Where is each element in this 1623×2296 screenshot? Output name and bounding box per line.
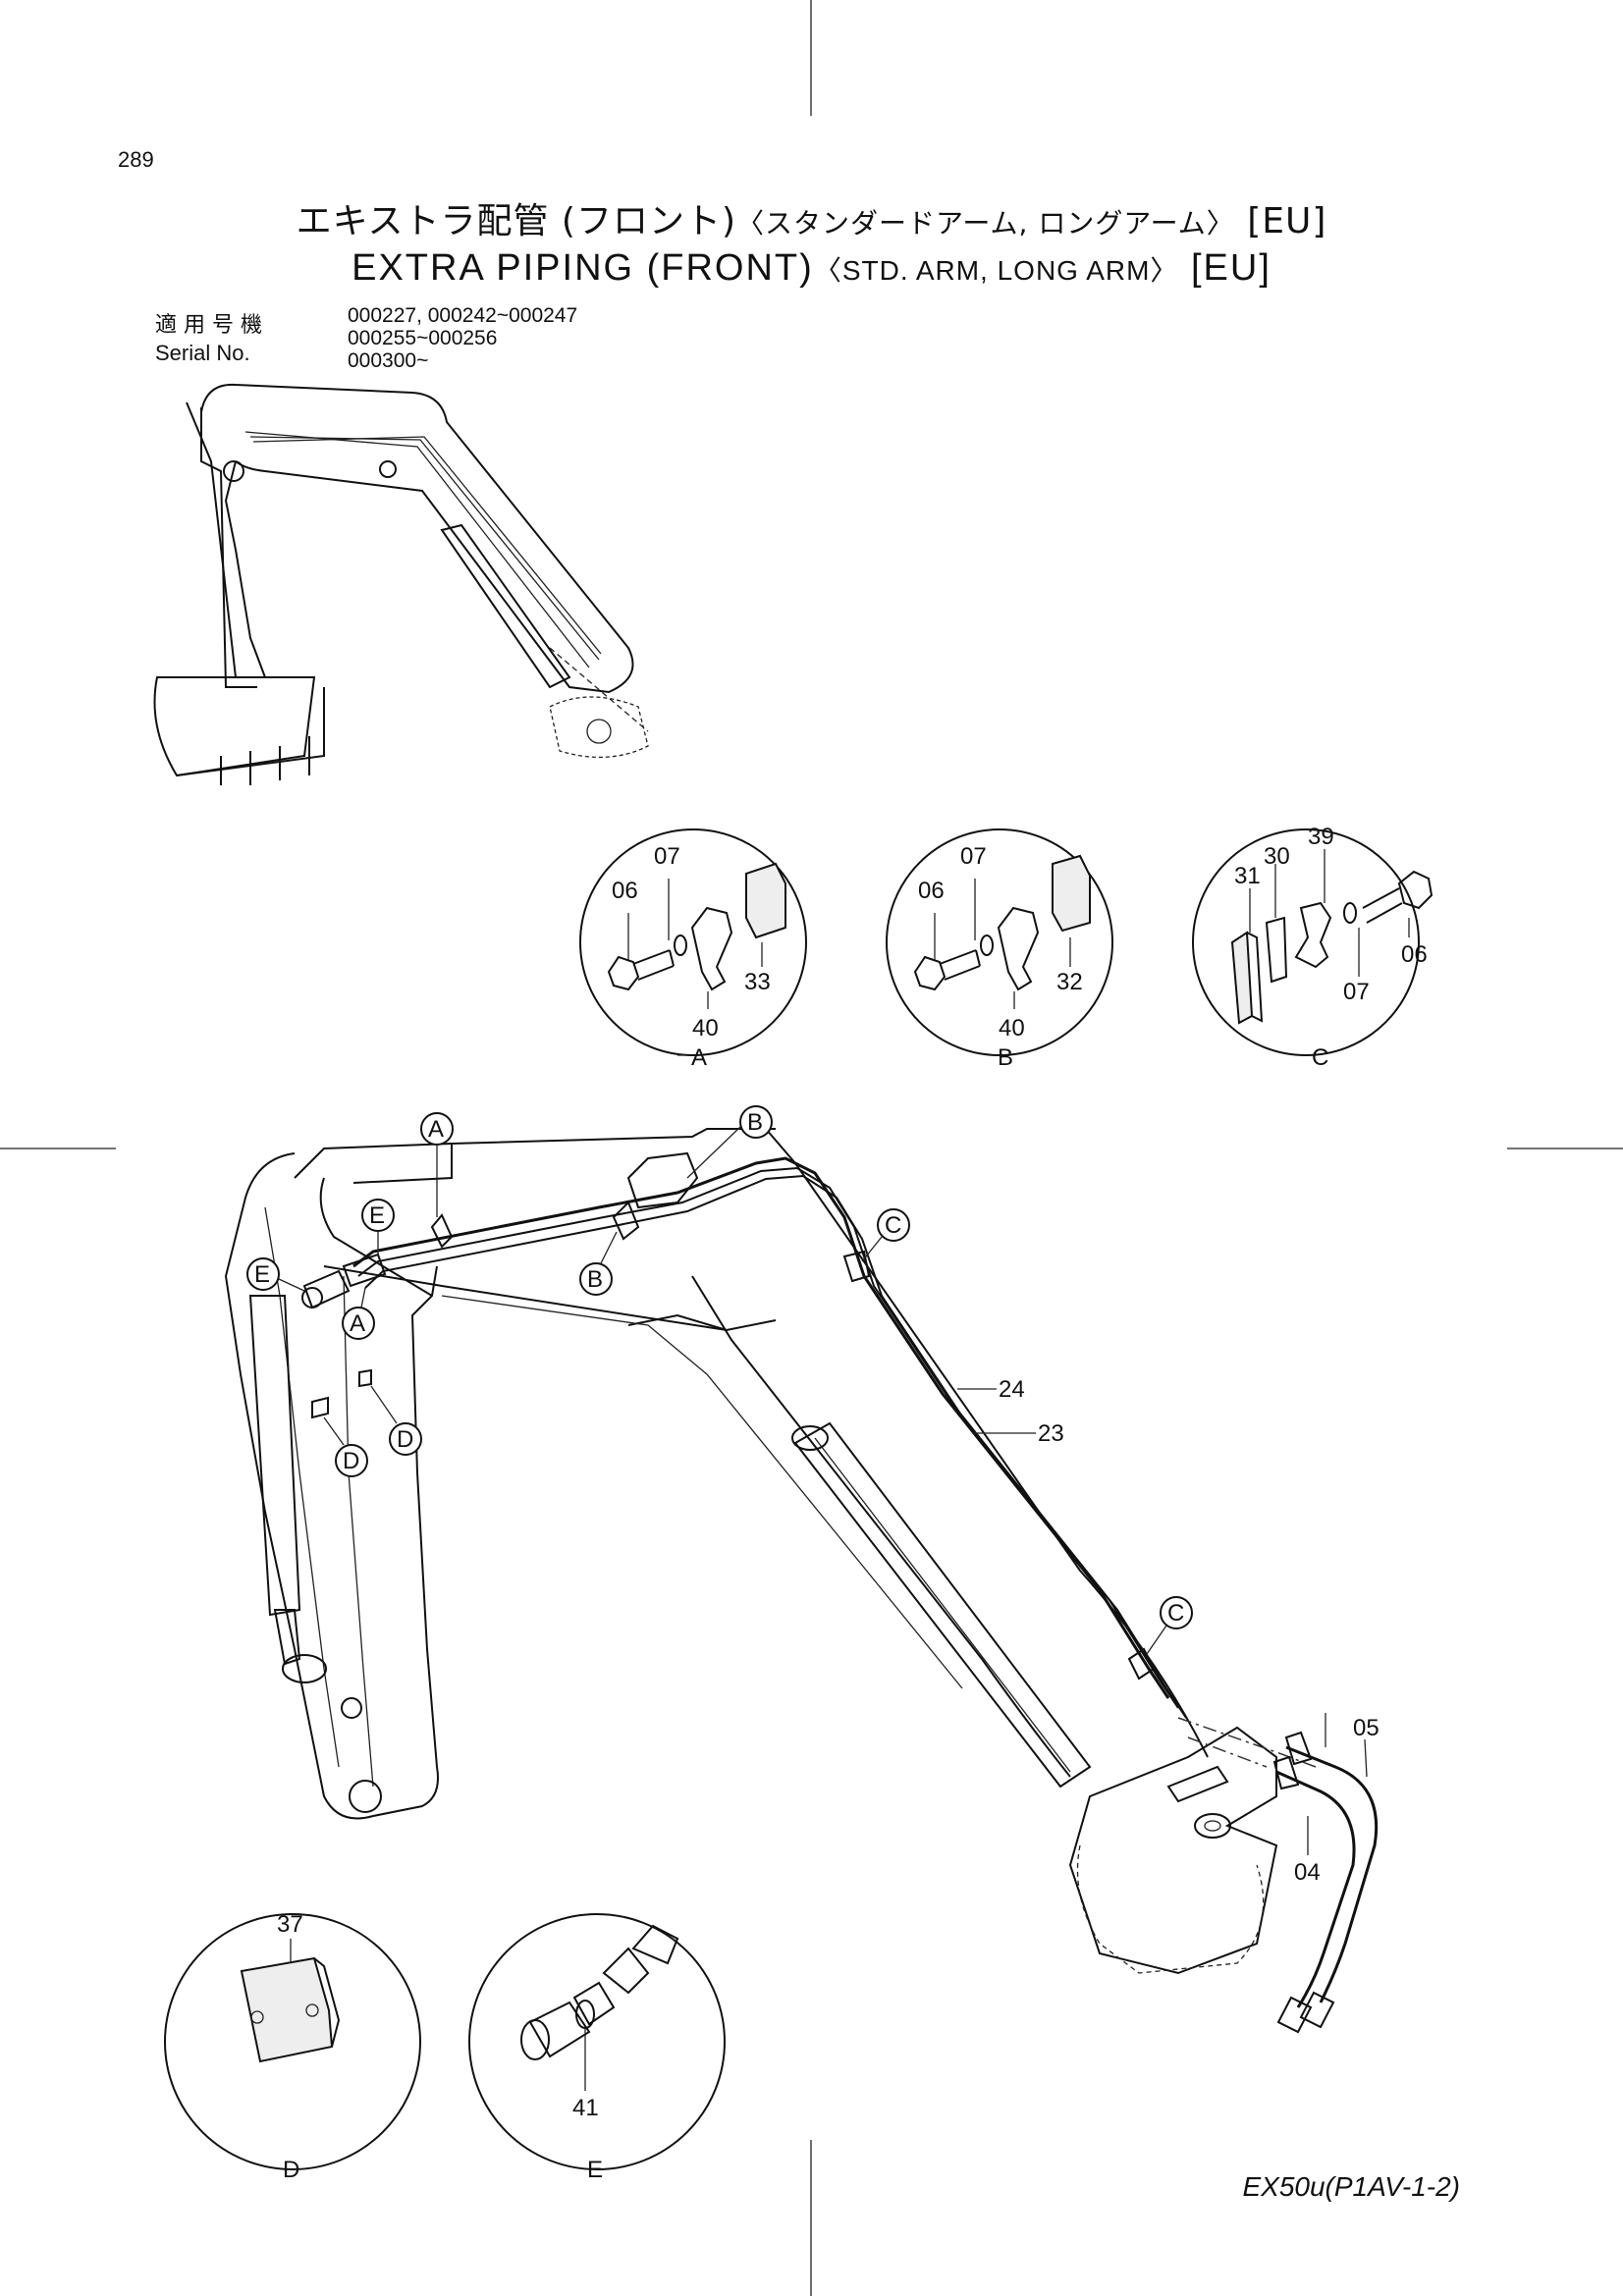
detail-b-letter: B xyxy=(998,1044,1013,1071)
fitting-icon xyxy=(520,1924,679,2060)
callout-d-left: D xyxy=(323,1416,368,1477)
callout-a-top: A xyxy=(420,1112,454,1217)
oring-icon xyxy=(575,2000,595,2029)
channel-icon xyxy=(1230,931,1254,1025)
clamp-icon xyxy=(1294,901,1332,969)
title-jp-sub: 〈スタンダードアーム, ロングアーム〉 xyxy=(736,207,1235,240)
bolt-icon xyxy=(607,949,675,991)
part-24-label: 24 xyxy=(999,1376,1025,1403)
callout-b-lower: B xyxy=(579,1231,618,1296)
detail-a-letter: A xyxy=(691,1044,707,1071)
detail-a-part-06: 06 xyxy=(612,878,638,904)
serial-value-1: 000227, 000242~000247 xyxy=(348,304,578,327)
title-jp-main: エキストラ配管 (フロント) xyxy=(296,201,737,241)
callout-c-upper: C xyxy=(861,1208,910,1262)
bolt-icon xyxy=(1362,870,1434,924)
callout-c-lower-label: C xyxy=(1167,1600,1184,1627)
callout-e-left-label: E xyxy=(254,1261,270,1288)
callout-d-right-label: D xyxy=(397,1426,413,1453)
bolt-icon xyxy=(913,949,981,991)
detail-c-part-39: 39 xyxy=(1308,824,1334,850)
title-en-sub: 〈STD. ARM, LONG ARM〉 xyxy=(813,255,1179,286)
washer-icon xyxy=(980,934,994,956)
part-05-label: 05 xyxy=(1353,1715,1380,1741)
title-english: EXTRA PIPING (FRONT)〈STD. ARM, LONG ARM〉… xyxy=(0,247,1623,290)
serial-label-jp: 適 用 号 機 xyxy=(155,313,262,338)
title-en-main: EXTRA PIPING (FRONT) xyxy=(352,247,814,289)
serial-value-2: 000255~000256 xyxy=(348,327,498,349)
serial-label: 適 用 号 機 Serial No. xyxy=(155,312,262,367)
detail-c-part-06: 06 xyxy=(1401,941,1428,968)
callout-a-lower-label: A xyxy=(350,1310,365,1337)
callout-a-top-label: A xyxy=(428,1116,444,1143)
model-code: EX50u(P1AV-1-2) xyxy=(1242,2171,1460,2202)
detail-d-letter: D xyxy=(283,2157,299,2183)
detail-a-part-33: 33 xyxy=(744,969,771,995)
block-icon xyxy=(745,862,786,939)
detail-b-part-07: 07 xyxy=(960,843,987,870)
serial-values: 000227, 000242~000247 000255~000256 0003… xyxy=(348,304,577,372)
detail-d-part-37: 37 xyxy=(277,1911,303,1938)
detail-b-part-32: 32 xyxy=(1056,969,1083,995)
part-23-label: 23 xyxy=(1038,1420,1064,1447)
clamp-icon xyxy=(690,906,733,991)
detail-c-letter: C xyxy=(1312,1044,1328,1071)
serial-label-en: Serial No. xyxy=(155,341,250,365)
block-icon xyxy=(1052,854,1091,933)
detail-a: 06 07 40 33 A xyxy=(579,828,807,1071)
callout-group: A B C E E A B xyxy=(246,1105,1193,1655)
bracket-plate-icon xyxy=(240,1956,334,2063)
washer-icon xyxy=(674,934,687,956)
callout-b-top: B xyxy=(686,1105,773,1179)
detail-b-part-06: 06 xyxy=(918,878,945,904)
detail-a-part-40: 40 xyxy=(692,1015,719,1041)
main-front-attachment xyxy=(224,1128,1379,2034)
detail-c-part-07: 07 xyxy=(1343,979,1370,1005)
main-part-labels: 24 23 05 04 xyxy=(957,1376,1380,1886)
callout-e-upper: E xyxy=(361,1199,395,1256)
callout-d-left-label: D xyxy=(343,1448,359,1474)
callout-c-lower: C xyxy=(1146,1596,1193,1655)
detail-e-part-41: 41 xyxy=(572,2095,599,2121)
detail-a-part-07: 07 xyxy=(654,843,680,870)
detail-c-part-31: 31 xyxy=(1234,863,1261,889)
overview-front-attachment xyxy=(153,383,649,785)
detail-e: 41 E xyxy=(468,1913,726,2183)
callout-e-left: E xyxy=(246,1257,305,1292)
callout-a-lower: A xyxy=(342,1287,375,1340)
detail-d: 37 D xyxy=(164,1911,421,2183)
page-number: 289 xyxy=(118,147,154,172)
detail-c-part-30: 30 xyxy=(1264,843,1290,870)
title-jp-region: [EU] xyxy=(1234,201,1327,241)
detail-e-letter: E xyxy=(587,2157,603,2183)
detail-b-part-40: 40 xyxy=(999,1015,1025,1041)
callout-d-right: D xyxy=(370,1385,422,1456)
detail-c: 31 30 39 06 07 C xyxy=(1192,824,1434,1071)
part-04-label: 04 xyxy=(1294,1859,1321,1886)
callout-b-top-label: B xyxy=(747,1109,763,1136)
detail-b: 06 07 40 32 B xyxy=(886,828,1113,1071)
callout-b-lower-label: B xyxy=(587,1266,603,1293)
title-japanese: エキストラ配管 (フロント)〈スタンダードアーム, ロングアーム〉 [EU] xyxy=(0,192,1623,243)
plate-icon xyxy=(1265,916,1288,984)
callout-e-upper-label: E xyxy=(369,1202,385,1229)
callout-c-upper-label: C xyxy=(885,1212,901,1239)
title-en-region: [EU] xyxy=(1178,247,1271,289)
serial-value-3: 000300~ xyxy=(348,349,429,372)
washer-icon xyxy=(1343,902,1357,924)
clamp-icon xyxy=(997,906,1040,991)
